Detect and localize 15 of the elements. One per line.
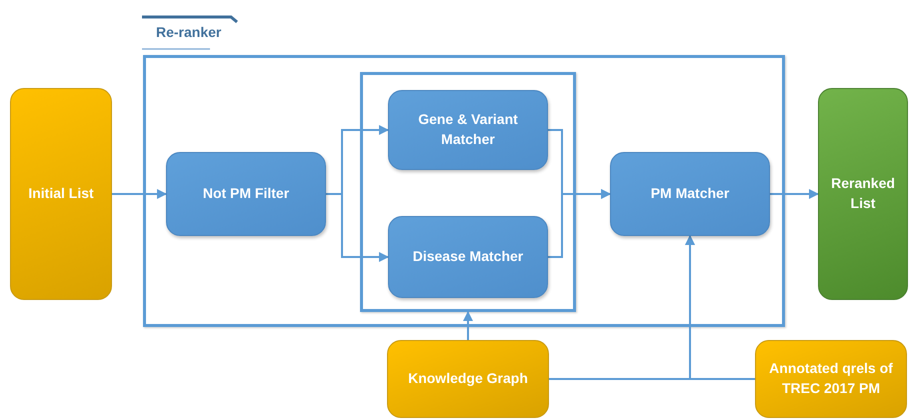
frame-heading: Re-ranker: [156, 24, 222, 40]
process-box: Gene & Variant Matcher: [388, 90, 548, 170]
process-box: Reranked List: [818, 88, 908, 300]
arrow: [112, 189, 167, 199]
arrow: [463, 311, 473, 340]
arrow: [548, 189, 611, 258]
arrow: [685, 235, 755, 380]
arrow: [770, 189, 819, 199]
process-box: Not PM Filter: [166, 152, 326, 236]
process-box: PM Matcher: [610, 152, 770, 236]
process-box: Annotated qrels of TREC 2017 PM: [755, 340, 907, 418]
process-box: Knowledge Graph: [387, 340, 549, 418]
process-box: Disease Matcher: [388, 216, 548, 298]
group-frame: [360, 72, 576, 312]
process-box: Initial List: [10, 88, 112, 300]
